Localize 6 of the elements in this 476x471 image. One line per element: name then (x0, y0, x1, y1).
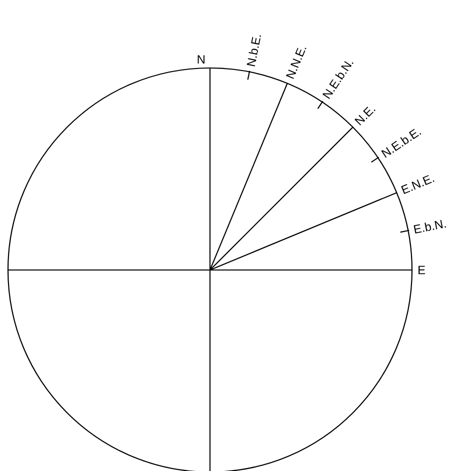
compass-point-label: E.b.N. (414, 220, 446, 234)
compass-point-label: E (418, 266, 426, 274)
compass-point-label: N.b.E. (246, 35, 261, 66)
compass-point-label: E.N.E. (401, 175, 434, 194)
compass-point-label: N.E. (354, 106, 376, 126)
compass-point-label: N (198, 55, 204, 64)
